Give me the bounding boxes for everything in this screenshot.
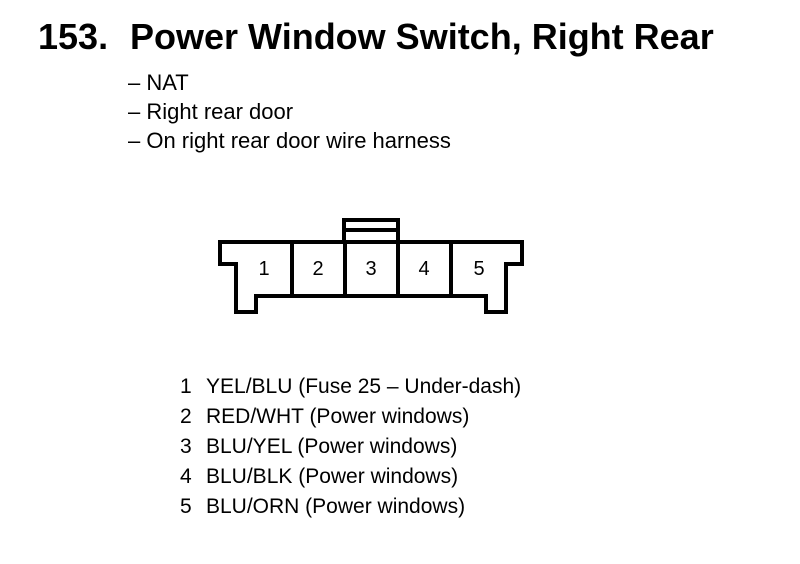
pin-number: 3 [180,435,192,458]
pin-description: BLU/BLK (Power windows) [206,465,459,488]
component-name: Power Window Switch, Right Rear [130,16,714,57]
pin-number: 2 [180,405,192,428]
component-notes: – NAT – Right rear door – On right rear … [128,68,451,155]
cavity-label-5: 5 [473,258,484,280]
cavity-label-1: 1 [258,258,269,280]
note-item: – On right rear door wire harness [128,128,451,153]
pinout-row: 4 BLU/BLK (Power windows) [180,462,521,492]
pinout-row: 2 RED/WHT (Power windows) [180,402,521,432]
pin-description: BLU/YEL (Power windows) [206,435,458,458]
connector-latch [342,218,400,244]
cavity-label-2: 2 [312,258,323,280]
page-title: 153. Power Window Switch, Right Rear [38,16,714,58]
connector-housing [218,240,524,314]
pin-number: 1 [180,375,192,398]
pin-number: 4 [180,465,192,488]
pinout-row: 3 BLU/YEL (Power windows) [180,432,521,462]
pinout-row: 5 BLU/ORN (Power windows) [180,492,521,522]
connector-diagram: 1 2 3 4 5 [218,218,524,314]
pinout-row: 1 YEL/BLU (Fuse 25 – Under-dash) [180,372,521,402]
cavity-label-3: 3 [365,258,376,280]
pin-number: 5 [180,495,192,518]
pinout-list: 1 YEL/BLU (Fuse 25 – Under-dash) 2 RED/WHT… [180,372,521,522]
note-item: – Right rear door [128,99,294,124]
pin-description: BLU/ORN (Power windows) [206,495,466,518]
component-number: 153. [38,16,109,57]
pin-description: YEL/BLU (Fuse 25 – Under-dash) [206,375,522,398]
pin-description: RED/WHT (Power windows) [206,405,470,428]
note-item: – NAT [128,70,189,95]
cavity-label-4: 4 [418,258,429,280]
cavity-dividers [290,242,453,296]
